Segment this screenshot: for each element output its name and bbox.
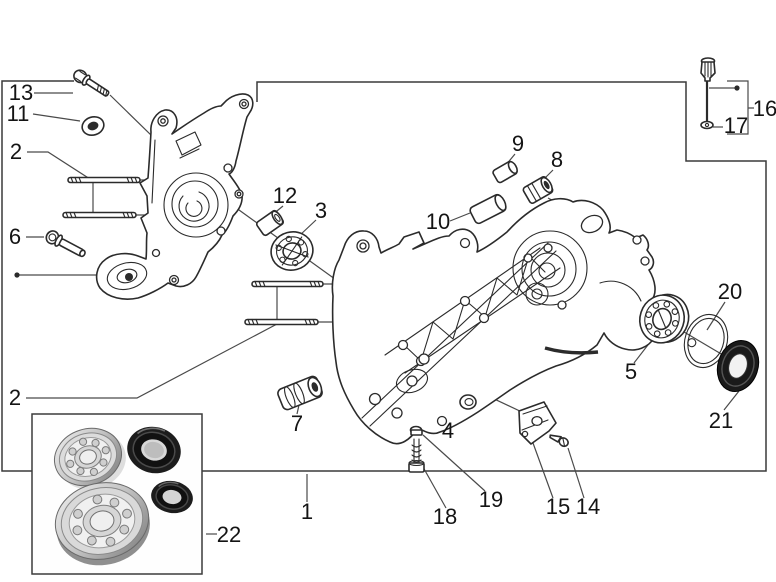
callout-18: 18	[433, 504, 457, 529]
callout-8: 8	[551, 147, 563, 172]
cap-nut-19	[409, 425, 423, 436]
left-crankcase-cover	[95, 93, 254, 300]
bearing-3	[270, 231, 314, 271]
callout-20: 20	[718, 279, 742, 304]
callout-11: 11	[7, 101, 30, 126]
screw-with-spring-18	[408, 438, 425, 473]
cable-bracket-15	[518, 401, 557, 445]
callout-10: 10	[426, 209, 450, 234]
diagram-frame	[1, 80, 767, 472]
hex-bolt-13	[73, 69, 110, 97]
callout-labels: 13 11 2 6 2 12 3 9 8 10 5 20 21 16 17 7 …	[7, 80, 776, 547]
studs-upper-2	[62, 176, 141, 219]
main-crankcase	[331, 197, 660, 445]
dowel-pin-12	[255, 209, 285, 237]
hex-bolt-6	[45, 230, 86, 258]
callout-5: 5	[625, 359, 637, 384]
callout-14: 14	[576, 494, 600, 519]
large-bearing-photo	[54, 482, 150, 566]
leader-lines	[14, 80, 754, 535]
screw-14	[549, 434, 569, 448]
callout-19: 19	[479, 487, 503, 512]
callout-16: 16	[753, 96, 776, 121]
callout-13: 13	[9, 80, 33, 105]
small-bearing-photo	[54, 427, 126, 490]
ribbed-bushing-7	[277, 375, 323, 411]
seal-washer-11	[81, 115, 105, 137]
bearing-5	[639, 293, 690, 344]
callout-6: 6	[9, 224, 21, 249]
bearing-kit-inset-22	[31, 413, 203, 575]
callout-15: 15	[546, 494, 570, 519]
spacer-pin-10	[469, 193, 507, 225]
oil-gauge-tool-17	[700, 57, 716, 130]
callout-2-lower: 2	[9, 385, 21, 410]
callout-3: 3	[315, 198, 327, 223]
small-oil-seal-photo	[151, 480, 193, 514]
studs-lower-2	[244, 280, 324, 326]
callout-7: 7	[291, 411, 303, 436]
oil-seal-21	[716, 340, 760, 392]
callout-17: 17	[724, 113, 748, 138]
callout-2-upper: 2	[10, 139, 22, 164]
large-oil-seal-photo	[127, 426, 181, 474]
callout-21: 21	[709, 408, 733, 433]
callout-22: 22	[217, 522, 241, 547]
callout-4: 4	[442, 418, 454, 443]
callout-12: 12	[273, 183, 297, 208]
bushing-4	[459, 394, 477, 410]
bushing-8	[522, 176, 554, 204]
callout-1: 1	[301, 499, 313, 524]
bushing-9	[492, 160, 518, 184]
callout-9: 9	[512, 131, 524, 156]
